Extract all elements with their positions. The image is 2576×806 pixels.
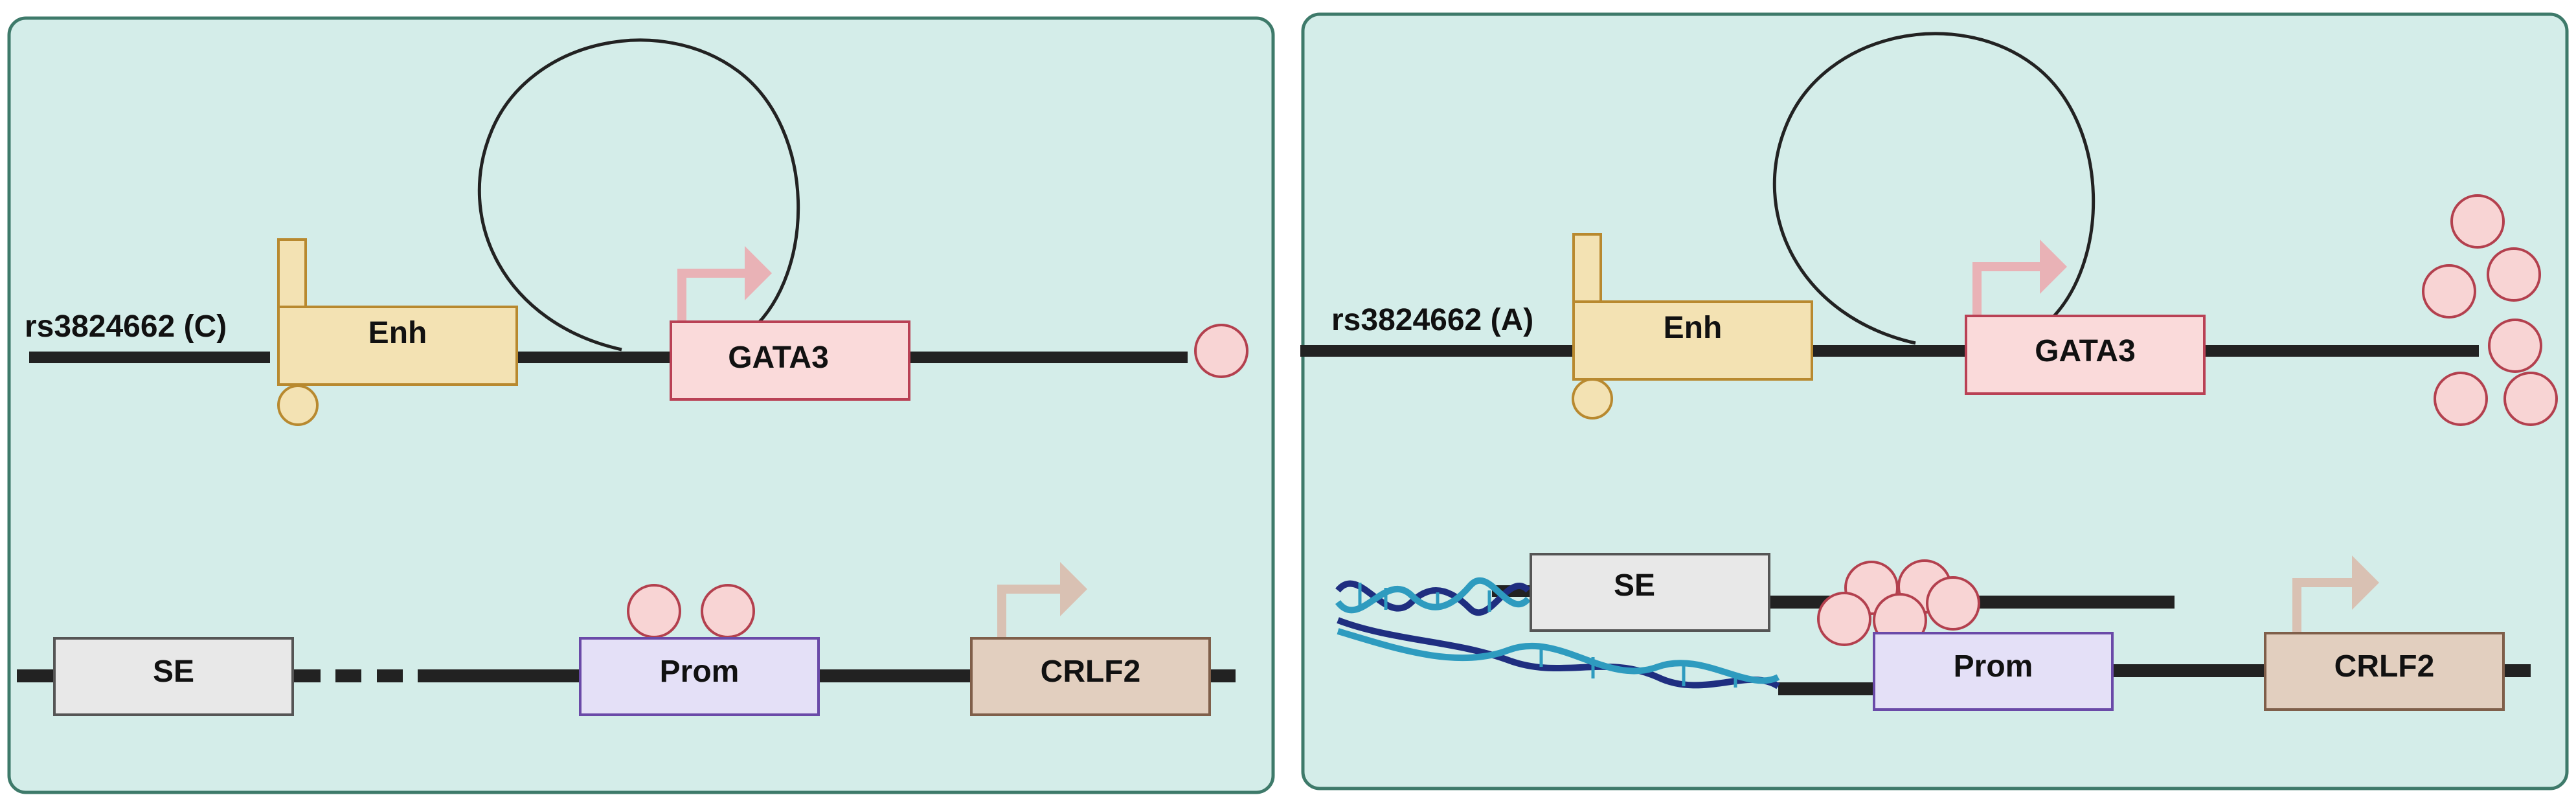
- right-gata3-protein: [2434, 372, 2488, 426]
- left-snp-label: rs3824662 (C): [25, 309, 227, 344]
- right-prom-box: [1873, 632, 2114, 711]
- left-prom-protein-1: [627, 584, 681, 638]
- right-gata3-box: [1965, 315, 2206, 395]
- left-gata3-tss-arrow: [677, 269, 750, 324]
- right-gata3-protein: [2450, 194, 2505, 249]
- left-crlf2-box: [970, 637, 1211, 716]
- right-gata3-protein: [2487, 247, 2541, 302]
- left-enh-bound-protein: [277, 385, 319, 426]
- left-bottom-dna-line: [17, 669, 1236, 682]
- left-enh-box: [277, 306, 518, 386]
- right-enh-bound-protein: [1572, 378, 1613, 420]
- right-prom-dna-line: [1778, 664, 2531, 695]
- right-prom-label: Prom: [1954, 649, 2033, 684]
- right-crlf2-tss-arrow: [2292, 578, 2357, 634]
- left-gata3-box: [670, 320, 910, 401]
- right-enh-box: [1572, 300, 1813, 381]
- right-dna-double-helix: [1335, 577, 1780, 689]
- left-gata3-label: GATA3: [728, 341, 829, 375]
- right-snp-label: rs3824662 (A): [1331, 303, 1533, 337]
- left-top-dna-line: [29, 352, 1188, 363]
- left-crlf2-arrowhead: [1060, 562, 1087, 616]
- right-gata3-protein: [2422, 264, 2476, 319]
- left-enh-label: Enh: [368, 316, 427, 350]
- right-gata3-label: GATA3: [2035, 334, 2136, 368]
- left-gata3-arrowhead: [745, 246, 772, 300]
- left-prom-protein-2: [701, 584, 755, 638]
- right-gata3-protein: [2503, 372, 2558, 426]
- right-panel: rs3824662 (A) Enh GATA3: [1300, 12, 2569, 790]
- left-panel-background: [7, 16, 1275, 794]
- right-gata3-protein: [2488, 319, 2542, 373]
- right-crlf2-label: CRLF2: [2334, 649, 2435, 684]
- right-cluster-protein: [1926, 576, 1980, 631]
- right-crlf2-box: [2264, 632, 2505, 711]
- right-se-label: SE: [1614, 568, 1655, 603]
- right-enh-label: Enh: [1664, 311, 1723, 345]
- left-prom-box: [579, 637, 820, 716]
- left-crlf2-label: CRLF2: [1041, 655, 1141, 689]
- left-se-label: SE: [153, 655, 194, 689]
- right-top-dna-line: [1300, 345, 2479, 357]
- right-gata3-arrowhead: [2040, 240, 2067, 294]
- left-se-box: [53, 637, 294, 716]
- left-crlf2-tss-arrow: [997, 585, 1065, 640]
- right-se-box: [1530, 553, 1770, 632]
- left-gata3-protein: [1194, 324, 1248, 378]
- right-enh-flag: [1572, 233, 1602, 303]
- left-enh-flag: [277, 238, 307, 308]
- right-cluster-protein: [1817, 592, 1871, 646]
- left-prom-label: Prom: [660, 655, 740, 689]
- left-panel: rs3824662 (C) Enh GATA3 SE Prom: [7, 16, 1275, 794]
- right-crlf2-arrowhead: [2352, 555, 2379, 610]
- right-gata3-protein-cluster: [2422, 194, 2558, 426]
- right-gata3-tss-arrow: [1972, 262, 2045, 317]
